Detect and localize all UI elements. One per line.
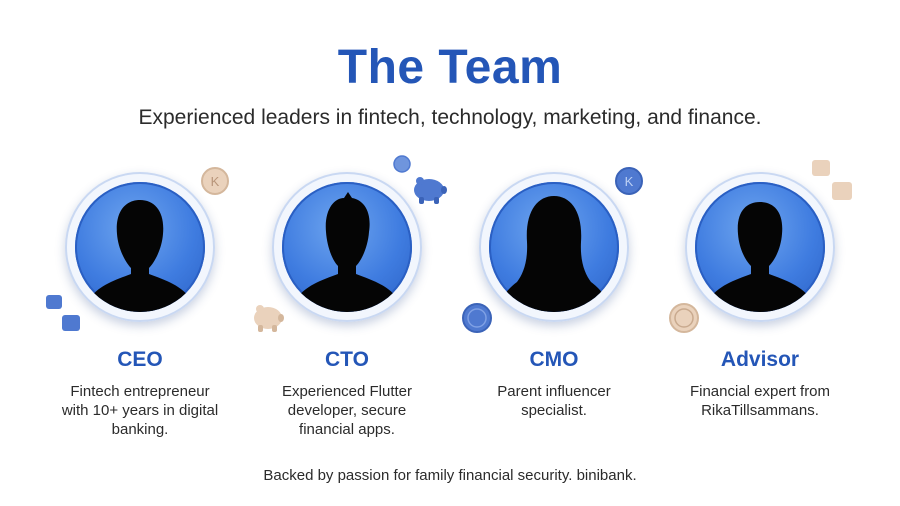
team-member-ceo: CEO Fintech entrepreneur with 10+ years … — [30, 172, 250, 439]
person-silhouette-icon — [85, 200, 195, 312]
piggy-bank-icon — [254, 305, 284, 332]
coin-icon: K — [201, 167, 229, 195]
avatar — [479, 172, 629, 322]
team-member-cto: CTO Experienced Flutter developer, secur… — [237, 172, 457, 439]
member-role: CEO — [117, 348, 163, 371]
member-role: CMO — [529, 348, 579, 371]
coin-icon — [393, 155, 411, 173]
person-silhouette-icon — [292, 192, 402, 312]
person-silhouette-icon — [497, 196, 611, 312]
cube-icon — [46, 295, 80, 331]
team-member-advisor: Advisor Financial expert from RikaTillsa… — [650, 172, 870, 420]
coin-icon — [669, 303, 699, 333]
member-role: CTO — [325, 348, 369, 371]
page-subtitle: Experienced leaders in fintech, technolo… — [138, 106, 762, 129]
footer-tagline: Backed by passion for family financial s… — [263, 467, 637, 484]
person-silhouette-icon — [705, 202, 815, 312]
member-description: Fintech entrepreneur with 10+ years in d… — [61, 383, 219, 438]
page-title: The Team — [337, 41, 563, 94]
avatar — [685, 172, 835, 322]
coin-icon: K — [615, 167, 643, 195]
svg-text:K: K — [625, 174, 634, 189]
avatar — [65, 172, 215, 322]
member-description: Parent influencer specialist. — [497, 383, 611, 419]
team-member-cmo: CMO Parent influencer specialist. — [444, 172, 664, 420]
coin-icon — [462, 303, 492, 333]
member-role: Advisor — [720, 348, 800, 371]
member-description: Financial expert from RikaTillsammans. — [689, 383, 831, 419]
member-description: Experienced Flutter developer, secure fi… — [281, 383, 413, 438]
avatar — [272, 172, 422, 322]
cube-icon — [812, 160, 852, 200]
svg-text:K: K — [211, 174, 220, 189]
piggy-bank-icon — [414, 177, 447, 204]
